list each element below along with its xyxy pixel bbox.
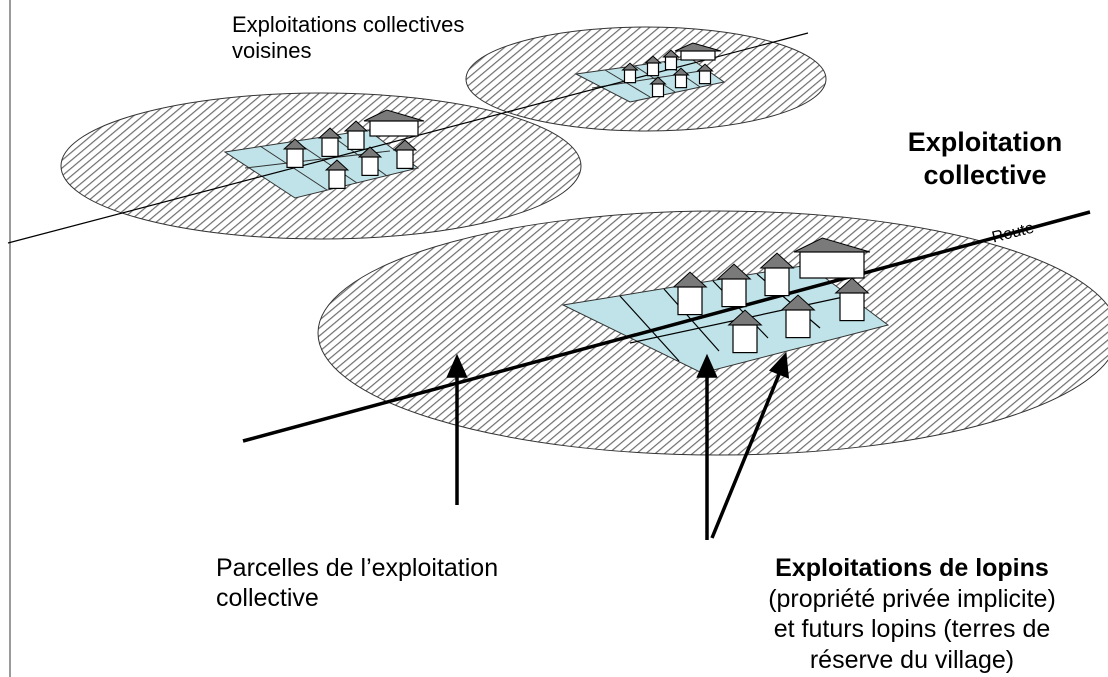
house-icon [621, 62, 639, 84]
barn-icon [674, 42, 722, 61]
arrow-plots-2-head [768, 351, 790, 379]
house-icon [282, 138, 308, 168]
barn-icon [793, 237, 871, 279]
collective-farm-title-line2: collective [923, 159, 1047, 190]
parcels-label: Parcelles de l’exploitation collective [216, 553, 616, 613]
neighbor-farm-top [465, 26, 827, 132]
house-icon [343, 120, 369, 150]
annotation-arrows [446, 351, 790, 540]
plots-label-title: Exploitations de lopins [775, 554, 1049, 582]
house-icon [324, 159, 350, 189]
house-icon [672, 271, 708, 316]
arrow-parcels-head [446, 353, 468, 378]
parcels-label-line1: Parcelles de l’exploitation [216, 554, 499, 582]
arrow-plots-1-head [696, 353, 718, 378]
neighbor-farm-left [60, 92, 582, 240]
barn-icon [363, 109, 425, 137]
neighbor-label-line2: voisines [232, 38, 312, 64]
house-icon [834, 277, 870, 322]
neighbor-label-line1: Exploitations collectives [232, 12, 465, 37]
arrow-plots-2 [710, 371, 782, 539]
house-icon [392, 139, 418, 169]
collective-farm-title: Exploitation collective [892, 126, 1078, 192]
neighbor-farms-label: Exploitations collectives voisines [232, 12, 562, 65]
plots-label-line3: réserve du village) [809, 645, 1015, 674]
parcels-label-line2: collective [216, 584, 319, 612]
house-icon [317, 127, 343, 157]
house-icon [780, 294, 816, 339]
plots-label-line1: (propriété privée implicite) [768, 584, 1056, 613]
house-icon [644, 55, 662, 77]
main-road [242, 210, 1091, 443]
left-frame-border [9, 0, 11, 677]
houses-layer [282, 42, 871, 354]
plots-label: Exploitations de lopins (propriété privé… [716, 553, 1108, 675]
house-icon [357, 146, 383, 176]
house-icon [716, 263, 752, 308]
collective-farm-title-line1: Exploitation [907, 127, 1063, 157]
house-icon [696, 63, 714, 85]
house-icon [649, 76, 667, 98]
house-icon [672, 67, 690, 89]
plots-label-line2: et futurs lopins (terres de [773, 615, 1051, 643]
main-collective-farm [317, 210, 1108, 456]
house-icon [727, 309, 763, 354]
house-icon [759, 252, 795, 297]
house-icon [662, 49, 680, 71]
